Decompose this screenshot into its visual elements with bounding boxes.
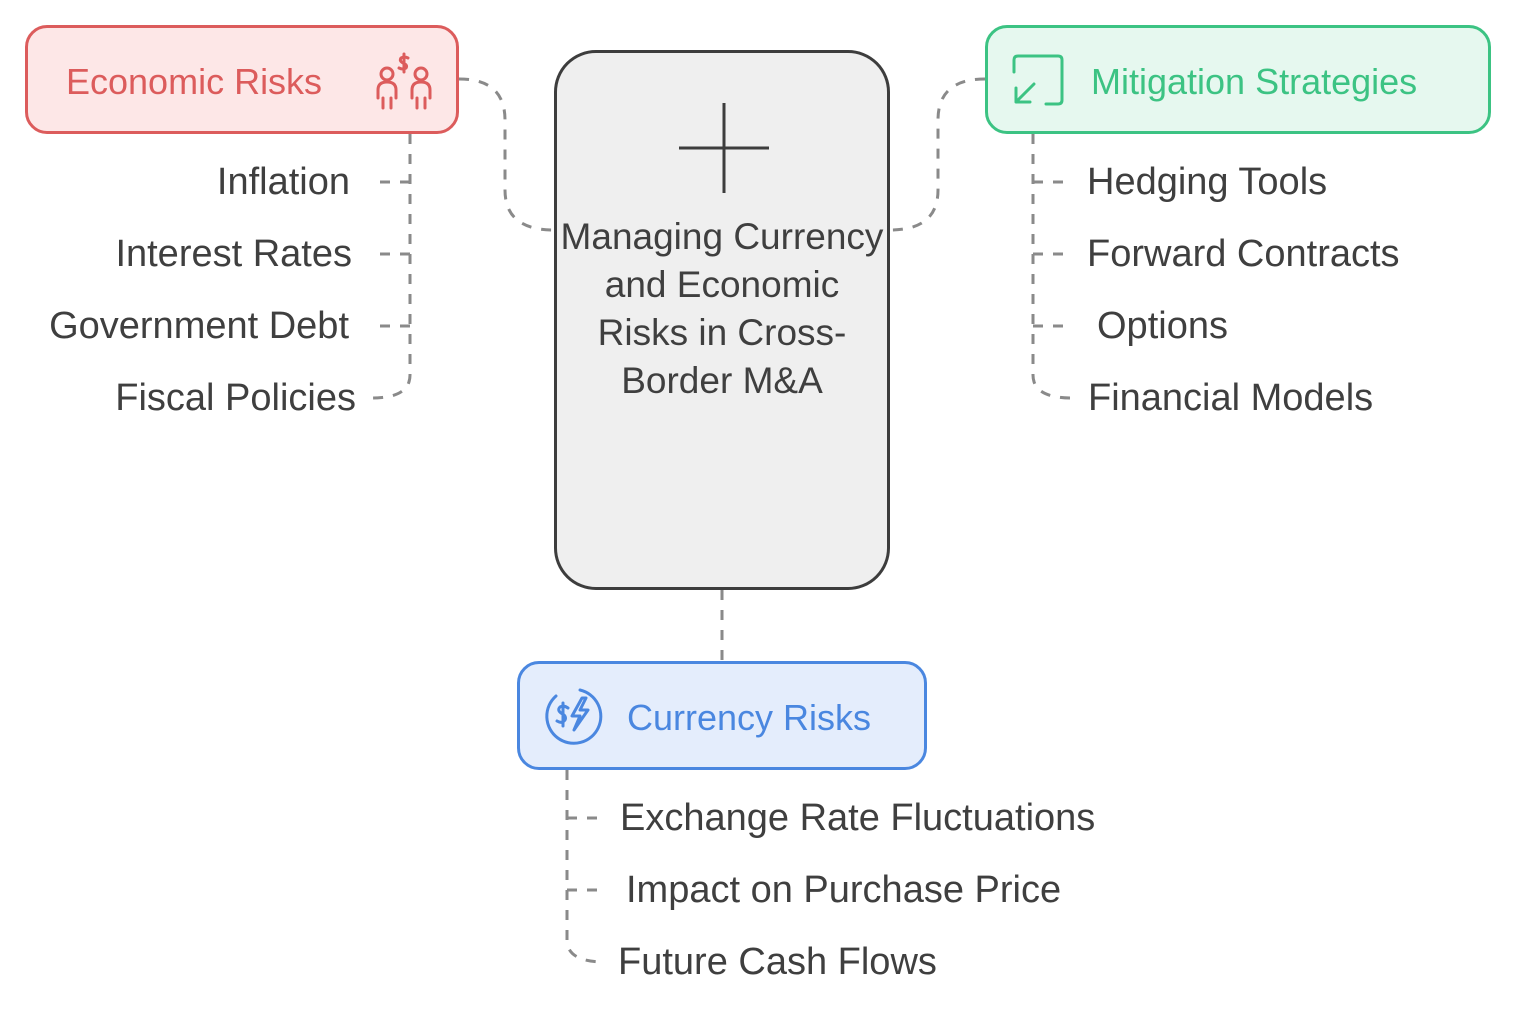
mitigation-strategies-node: Mitigation Strategies [985,25,1491,134]
connector-economic-trunk [371,134,412,400]
connector-mitigation-trunk [1031,134,1073,400]
center-title: Managing Currency and Economic Risks in … [560,216,884,401]
people-dollar-icon [376,52,432,110]
currency-item-impact-on-purchase-price: Impact on Purchase Price [626,869,1062,911]
plus-icon [679,103,769,193]
mitigation-item-financial-models: Financial Models [1088,377,1374,419]
economic-item-inflation: Inflation [216,161,350,203]
economic-risks-node: Economic Risks [25,25,459,134]
mitigation-strategies-title: Mitigation Strategies [1091,61,1418,102]
connector-mitigation-center [889,77,986,232]
economic-risks-title: Economic Risks [66,61,323,102]
economic-item-interest-rates: Interest Rates [115,233,352,275]
mitigation-item-forward-contracts: Forward Contracts [1087,233,1400,275]
resize-arrow-icon [1012,54,1064,106]
center-node: Managing Currency and Economic Risks in … [554,50,890,590]
connector-economic-center [458,77,555,232]
economic-item-government-debt: Government Debt [49,305,349,347]
connector-currency-trunk [565,770,606,964]
currency-item-future-cash-flows: Future Cash Flows [618,941,937,983]
mitigation-item-hedging-tools: Hedging Tools [1087,161,1328,203]
economic-item-fiscal-policies: Fiscal Policies [115,377,356,419]
dollar-lightning-icon [545,688,603,745]
mitigation-item-options: Options [1097,305,1228,347]
currency-risks-node: Currency Risks [517,661,927,770]
currency-item-exchange-rate-fluctuations: Exchange Rate Fluctuations [620,797,1096,839]
currency-risks-title: Currency Risks [627,697,872,738]
